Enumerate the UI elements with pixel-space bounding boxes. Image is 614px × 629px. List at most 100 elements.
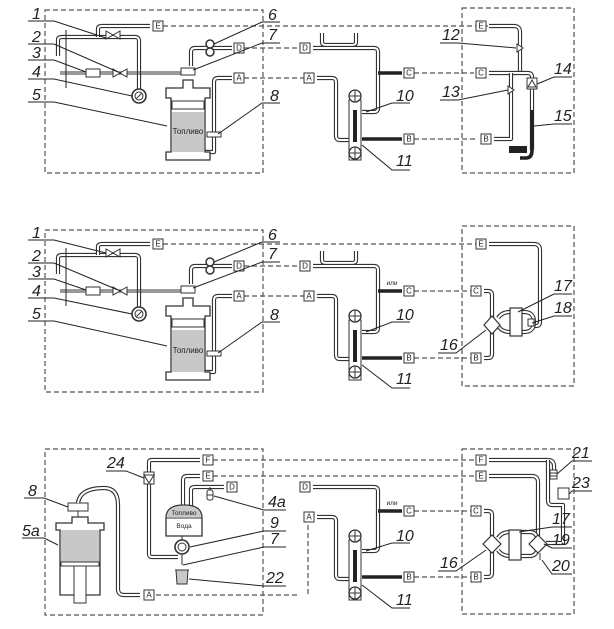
connector-C-mid: C [403, 505, 415, 517]
svg-text:19: 19 [552, 532, 570, 549]
unit-23 [557, 487, 570, 500]
connector-E-left: E [152, 20, 164, 32]
connector-B-right: B [470, 352, 482, 364]
svg-text:1: 1 [32, 6, 41, 23]
svg-text:8: 8 [270, 307, 279, 324]
svg-text:5: 5 [32, 306, 41, 323]
connector-B-mid: B [403, 571, 415, 583]
svg-text:B: B [406, 354, 411, 363]
connector-B-mid: B [403, 133, 415, 145]
panel-3-right-frame [461, 448, 575, 615]
svg-text:B: B [483, 135, 488, 144]
callouts-panel-2: 1 2 3 4 5 6 7 8 10 11 16 17 18 [28, 225, 573, 389]
pressure-gauge-4 [131, 306, 147, 322]
svg-text:15: 15 [554, 108, 572, 125]
connector-A-left: A [143, 589, 155, 601]
svg-text:11: 11 [396, 592, 413, 609]
connector-F-left: F [202, 454, 214, 466]
connector-A-mid: A [303, 290, 315, 302]
valve-16 [483, 315, 501, 335]
svg-text:A: A [306, 74, 312, 83]
connector-E-right: E [475, 238, 487, 250]
svg-text:E: E [478, 22, 483, 31]
svg-text:A: A [236, 74, 242, 83]
connector-C-mid: C [403, 67, 415, 79]
svg-text:C: C [406, 287, 412, 296]
filter-21 [549, 469, 558, 480]
svg-text:D: D [302, 262, 308, 271]
panel-3-left-frame [44, 448, 264, 616]
connector-B-right: B [470, 571, 482, 583]
svg-text:12: 12 [442, 27, 460, 44]
panel-2-left-frame [44, 229, 264, 393]
beaker-22 [175, 569, 189, 585]
tank-top-label: Топливо [171, 510, 196, 517]
svg-text:E: E [155, 22, 160, 31]
svg-text:22: 22 [265, 570, 284, 587]
svg-text:5а: 5а [22, 523, 40, 540]
svg-text:10: 10 [396, 88, 414, 105]
connector-B-mid: B [403, 352, 415, 364]
callouts-panel-3: 8 5а 24 4а 9 7 22 10 11 16 17 19 20 [22, 445, 592, 609]
connector-A-mid: A [303, 511, 315, 523]
svg-text:A: A [236, 292, 242, 301]
svg-text:C: C [478, 69, 484, 78]
svg-text:3: 3 [32, 264, 41, 281]
panel-2: Топливо E D A D A C B или E C [28, 225, 575, 393]
svg-text:B: B [473, 354, 478, 363]
svg-text:A: A [306, 292, 312, 301]
svg-text:6: 6 [268, 227, 277, 244]
pump-9 [174, 539, 190, 555]
valve-2 [112, 286, 128, 296]
cylinder-5a [55, 502, 105, 604]
svg-text:2: 2 [31, 29, 41, 46]
connector-D-mid: D [299, 42, 311, 54]
svg-text:18: 18 [554, 300, 572, 317]
flowmeter-6 [205, 39, 215, 57]
svg-text:17: 17 [552, 511, 571, 528]
connector-D-left: D [226, 481, 238, 493]
connector-C-right: C [475, 67, 487, 79]
panel-1-left-frame [44, 9, 264, 174]
separator-tank: Топливо Вода [165, 504, 203, 537]
svg-text:7: 7 [268, 27, 278, 44]
sensor-8 [206, 350, 222, 357]
svg-text:4: 4 [32, 64, 41, 81]
svg-text:3: 3 [32, 45, 41, 62]
svg-text:E: E [155, 240, 160, 249]
svg-text:D: D [236, 44, 242, 53]
valve-1 [105, 30, 121, 40]
or-label: или [386, 280, 397, 287]
tank-bottom-label: Вода [176, 523, 192, 530]
svg-text:10: 10 [396, 307, 414, 324]
svg-text:E: E [478, 472, 483, 481]
separator-11 [348, 309, 362, 381]
svg-text:6: 6 [268, 7, 277, 24]
svg-text:B: B [406, 573, 411, 582]
svg-text:9: 9 [270, 515, 279, 532]
svg-text:E: E [205, 472, 210, 481]
connector-B-right: B [480, 133, 492, 145]
svg-text:C: C [473, 287, 479, 296]
connector-E-left: E [202, 470, 214, 482]
tank-label: Топливо [173, 127, 204, 136]
connector-F-right: F [475, 454, 487, 466]
svg-text:17: 17 [554, 278, 573, 295]
svg-text:21: 21 [571, 445, 590, 462]
unit-17 [508, 529, 522, 561]
or-label: или [386, 500, 397, 507]
filter-3 [85, 286, 101, 296]
panel-3: A F E D Топливо Вода [22, 445, 592, 616]
separator-11 [348, 89, 362, 161]
svg-text:F: F [206, 456, 211, 465]
svg-text:F: F [479, 456, 484, 465]
panel-2-right-frame [461, 225, 575, 387]
tank-label: Топливо [173, 346, 204, 355]
fuel-tank-5: Топливо [165, 67, 211, 161]
filter-3 [85, 68, 101, 78]
connector-E-right: E [475, 20, 487, 32]
valve-19 [528, 534, 548, 554]
svg-text:7: 7 [270, 531, 280, 548]
sensor-4a [206, 487, 214, 501]
svg-text:11: 11 [396, 153, 413, 170]
